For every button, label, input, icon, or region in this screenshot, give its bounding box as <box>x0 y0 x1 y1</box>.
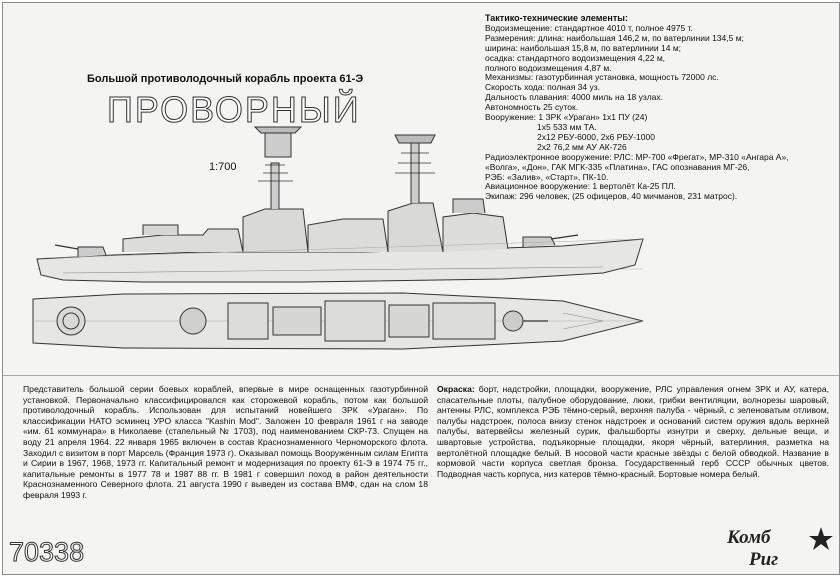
spec-line: Скорость хода: полная 34 уз. <box>485 83 600 93</box>
spec-line: РЭБ: «Залив», «Старт», ПК-10. <box>485 172 609 182</box>
spec-line: Экипаж: 296 человек, (25 офицеров, 40 ми… <box>485 192 738 202</box>
spec-line: Водоизмещение: стандартное 4010 т, полно… <box>485 23 693 33</box>
coloring-text: Окраска: борт, надстройки, площадки, воо… <box>437 384 829 479</box>
logo-top-text: Комб <box>726 527 772 548</box>
specifications-title: Тактико-технические элементы: <box>485 14 628 23</box>
spec-line: Радиоэлектронное вооружение: РЛС: МР-700… <box>485 152 789 162</box>
spec-line: Вооружение: 1 ЗРК «Ураган» 1х1 ПУ (24) <box>485 113 648 123</box>
brand-logo: Комб Риг <box>726 527 833 570</box>
spec-line: осадка: стандартного водоизмещения 4,22 … <box>485 53 666 63</box>
spec-line: 1х5 533 мм ТА. <box>537 122 597 132</box>
ship-top-view <box>32 292 644 350</box>
specifications-block: Тактико-технические элементы: Водоизмеще… <box>485 14 835 202</box>
ship-history-text: Представитель большой серии боевых кораб… <box>23 384 428 500</box>
spec-line: «Волга», «Дон», ГАК МГК-335 «Платина», Г… <box>485 162 750 172</box>
spec-line: Размерения: длина: наибольшая 146,2 м, п… <box>485 33 744 43</box>
logo-bottom-text: Риг <box>748 549 778 570</box>
catalog-number: 70338 <box>8 537 85 568</box>
spec-line: Дальность плавания: 4000 миль на 18 узла… <box>485 93 663 103</box>
spec-line: Авиационное вооружение: 1 вертолёт Ка-25… <box>485 182 676 192</box>
spec-line: Автономность 25 суток. <box>485 103 579 113</box>
ship-side-view <box>36 126 644 283</box>
spec-line: ширина: наибольшая 15,8 м, по ватерлинии… <box>485 43 682 53</box>
scale-label: 1:700 <box>209 161 237 173</box>
spec-line: Механизмы: газотурбинная установка, мощн… <box>485 73 719 83</box>
ship-name-title: ПРОВОРНЫЙ <box>107 89 361 131</box>
spec-line: полного водоизмещения 4,87 м. <box>485 63 612 73</box>
spec-line: 2х2 76,2 мм АУ АК-726 <box>537 142 627 152</box>
project-subtitle: Большой противолодочный корабль проекта … <box>87 73 364 85</box>
section-divider <box>3 375 839 376</box>
coloring-label: Окраска: <box>437 384 475 394</box>
ship-drawing <box>32 126 644 350</box>
coloring-body: борт, надстройки, площадки, вооружение, … <box>437 384 829 479</box>
spec-line: 2х12 РБУ-6000, 2х6 РБУ-1000 <box>537 132 655 142</box>
star-icon <box>809 527 833 550</box>
